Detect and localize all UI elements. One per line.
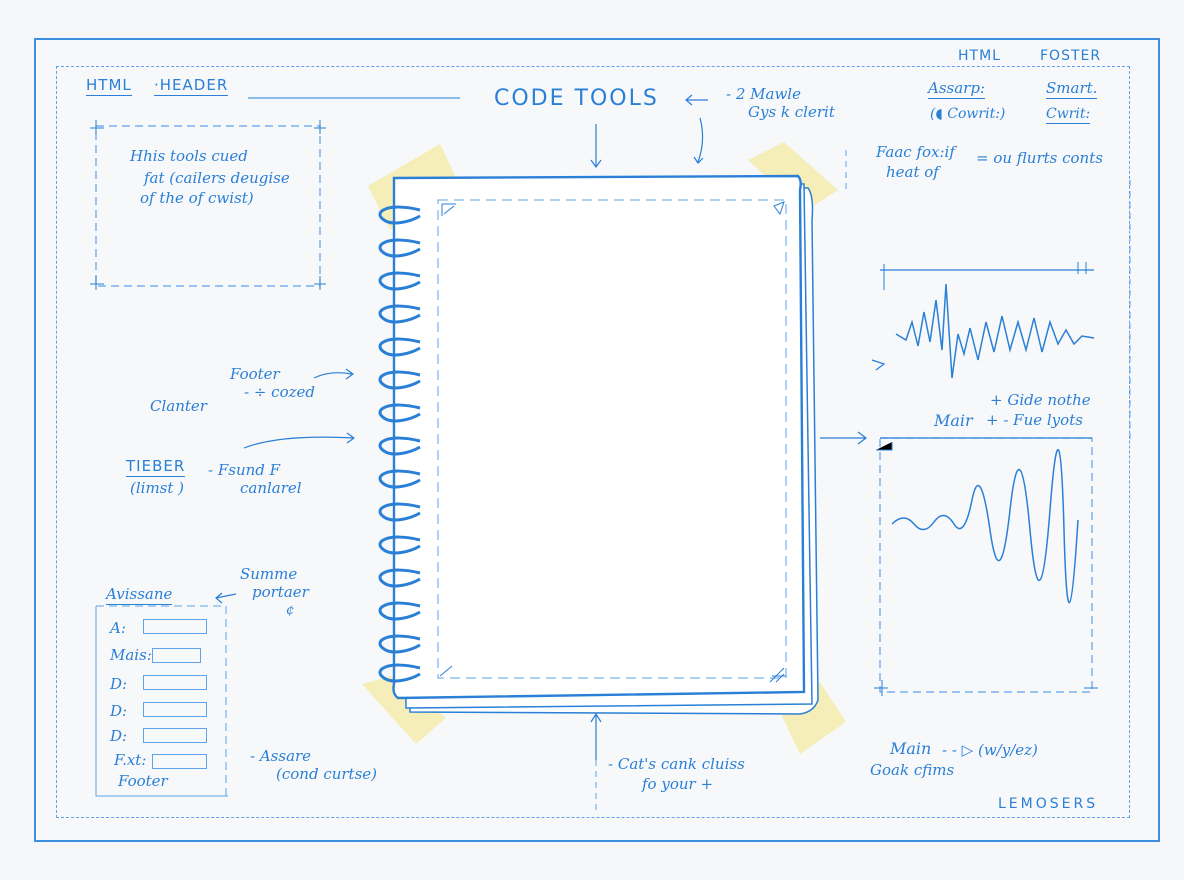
form-assare-2: (cond curtse) — [276, 765, 378, 783]
right-gide: + Gide nothe — [990, 391, 1091, 409]
waveform-box — [879, 437, 1093, 693]
tape-bottom-left — [362, 676, 446, 744]
form-field-label: D: — [110, 727, 128, 745]
form-field-input[interactable] — [143, 619, 207, 634]
right-mair-rest: + - Fue lyots — [986, 411, 1083, 429]
form-note-1: Summe — [240, 565, 298, 583]
right-main-arrow: - - ▷ (w/y/ez) — [942, 741, 1038, 759]
header-box — [95, 125, 321, 287]
top-right-footer-label: FOSTER — [1040, 48, 1102, 64]
form-footer: Footer — [118, 772, 168, 790]
lemosers-label: LEMOSERS — [998, 796, 1099, 812]
spiral-binding — [378, 205, 421, 683]
form-field-input[interactable] — [152, 648, 201, 663]
right-mair: Mair — [934, 411, 973, 430]
right-goak: Goak cfims — [870, 761, 955, 779]
bottom-note-2: fo your + — [642, 775, 714, 793]
waveform-bottom — [891, 449, 1079, 604]
form-field-label: A: — [110, 619, 126, 637]
note-faac: Faac fox:if — [876, 143, 955, 161]
form-note-2: portaer — [252, 583, 309, 601]
arrow-up-icon — [590, 712, 602, 760]
note-cozed: - ÷ cozed — [244, 383, 315, 401]
note-found-1: - Fsund F — [208, 461, 281, 479]
note-found-2: canlarel — [240, 479, 302, 497]
form-assare-1: - Assare — [250, 747, 312, 765]
note-clanter: Clanter — [150, 397, 207, 415]
note-equals: = ou flurts conts — [976, 149, 1103, 167]
form-fxt-label: F.xt: — [114, 751, 147, 769]
curved-arrow-icon — [693, 117, 704, 164]
assarp-sub: (◖ Cowrit:) — [930, 106, 1006, 122]
note-limst: (limst ) — [130, 479, 185, 497]
header-label: ·HEADER — [154, 76, 229, 97]
form-field-label: D: — [110, 702, 128, 720]
notebook-page — [392, 174, 806, 700]
note-tieber: TIEBER — [126, 457, 186, 478]
waveform-top — [895, 283, 1095, 379]
smart-sub: Cwrit: — [1046, 106, 1091, 125]
form-field-input[interactable] — [143, 675, 207, 690]
form-fxt-input[interactable] — [152, 754, 207, 769]
box-text-3: of the of cwist) — [140, 189, 254, 207]
note-heat: heat of — [886, 163, 939, 181]
title-note-1: - 2 Mawle — [726, 85, 801, 103]
form-field-label: Mais: — [110, 646, 152, 664]
form-field-input[interactable] — [143, 702, 207, 717]
page-title: CODE TOOLS — [494, 86, 659, 111]
form-field-label: D: — [110, 675, 128, 693]
html-header-label: HTML — [86, 76, 132, 97]
box-text-2: fat (cailers deugise — [144, 169, 290, 187]
top-right-html-label: HTML — [958, 48, 1001, 64]
note-footer: Footer — [230, 365, 280, 383]
form-note-3: ¢ — [286, 603, 295, 618]
right-main-label: Main — [890, 739, 932, 758]
smart-label: Smart. — [1046, 79, 1098, 100]
inner-dashed-frame — [56, 66, 1130, 818]
title-note-2: Gys k clerit — [748, 103, 835, 121]
arrow-left-icon — [685, 94, 708, 106]
bottom-note-1: - Cat's cank cluiss — [608, 755, 745, 773]
form-title: Avissane — [106, 585, 173, 606]
assarp-label: Assarp: — [928, 79, 985, 100]
form-field-input[interactable] — [143, 728, 207, 743]
box-text-1: Hhis tools cued — [130, 147, 248, 165]
